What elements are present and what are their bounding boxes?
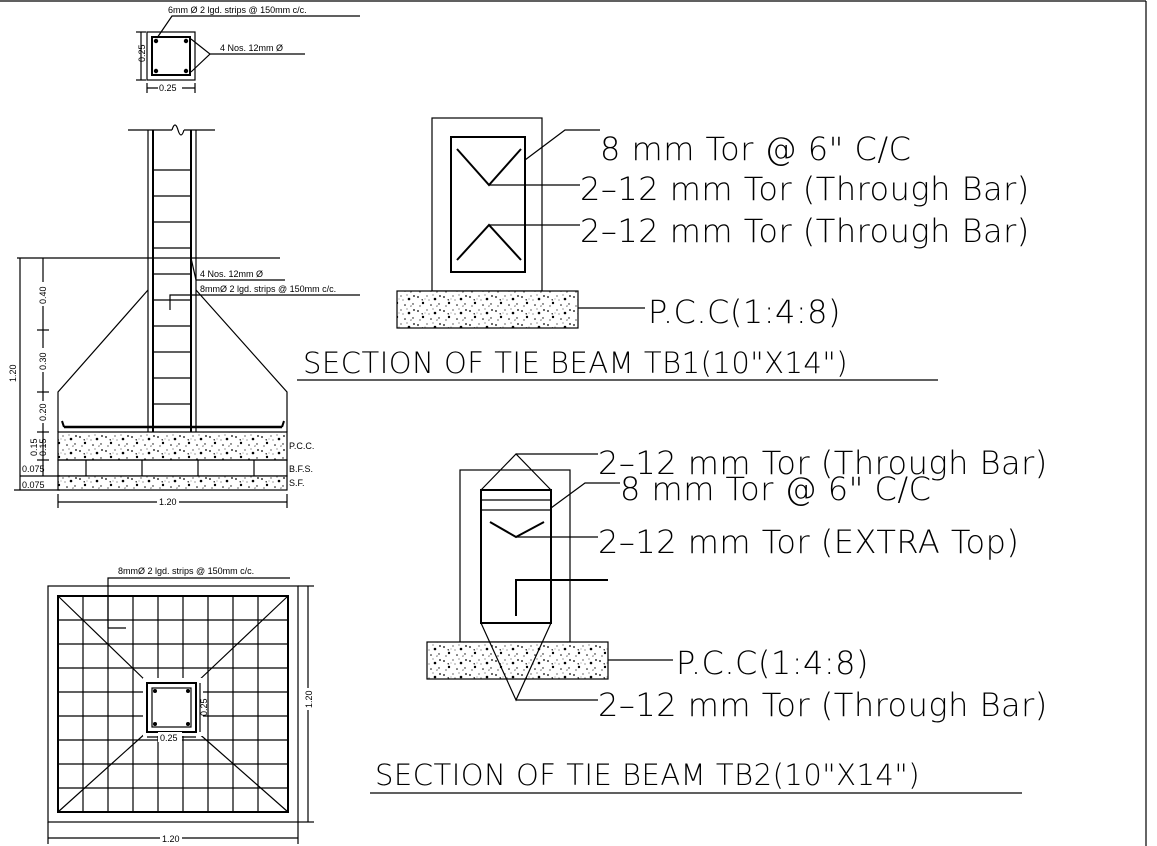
plan-diagonals — [57, 595, 289, 813]
tb1-pcc-label: P.C.C(1:4:8) — [648, 293, 841, 331]
footing-total-height-dim: 1.20 — [8, 364, 18, 382]
column-section: 6mm Ø 2 lgd. strips @ 150mm c/c. 4 Nos. … — [136, 5, 360, 93]
plan-stirrup-label: 8mmØ 2 lgd. strips @ 150mm c/c. — [118, 566, 254, 576]
pcc-layer-label: P.C.C. — [289, 441, 314, 451]
tb2-top-bar-label: 2–12 mm Tor (Through Bar) — [598, 444, 1048, 482]
footing-plan: 0.25 0.25 8mmØ 2 lgd. strips @ 150mm c/c… — [47, 566, 314, 844]
tb2-stirrup-label: 8 mm Tor @ 6" C/C — [620, 470, 931, 508]
plan-column-height-dim: 0.25 — [199, 698, 209, 716]
tb2-bottom-bar-label: 2–12 mm Tor (Through Bar) — [598, 686, 1048, 724]
plan-side-dim: 1.20 — [304, 690, 314, 708]
tb1-top-bar-label: 2–12 mm Tor (Through Bar) — [580, 170, 1030, 208]
sf-layer-label: S.F. — [289, 478, 305, 488]
column-ties — [153, 169, 191, 405]
column-stirrup-label: 6mm Ø 2 lgd. strips @ 150mm c/c. — [168, 5, 307, 15]
tb1-title: SECTION OF TIE BEAM TB1(10"X14") — [303, 346, 848, 380]
column-main-bar-label: 4 Nos. 12mm Ø — [220, 43, 283, 53]
footing-main-bar-label: 4 Nos. 12mm Ø — [200, 269, 263, 279]
tb1-stirrup-label: 8 mm Tor @ 6" C/C — [600, 130, 911, 168]
column-height-dim: 0.25 — [137, 44, 147, 62]
footing-width-dim: 1.20 — [159, 497, 177, 507]
tb2-title: SECTION OF TIE BEAM TB2(10"X14") — [375, 758, 920, 792]
tie-beam-tb2: 2–12 mm Tor (Through Bar) 8 mm Tor @ 6" … — [370, 444, 1048, 794]
column-width-dim: 0.25 — [159, 83, 177, 93]
tb1-bottom-bar-label: 2–12 mm Tor (Through Bar) — [580, 212, 1030, 250]
tie-beam-tb1: 8 mm Tor @ 6" C/C 2–12 mm Tor (Through B… — [297, 117, 1030, 381]
footing-dim-d4-alt: 0.15 — [38, 438, 48, 456]
footing-dim-d3: 0.20 — [38, 403, 48, 421]
footing-dim-d1: 0.40 — [38, 286, 48, 304]
footing-dim-d4: 0.15 — [29, 438, 39, 456]
tb2-pcc-label: P.C.C(1:4:8) — [676, 644, 869, 682]
footing-dim-d5: 0.075 — [22, 464, 45, 474]
footing-dim-d2: 0.30 — [38, 352, 48, 370]
footing-section: P.C.C. B.F.S. S.F. 4 Nos. 12mm Ø 8mmØ 2 … — [8, 124, 360, 508]
footing-dim-d6: 0.075 — [22, 480, 45, 490]
tb2-extra-top-label: 2–12 mm Tor (EXTRA Top) — [598, 523, 1019, 561]
bfs-layer-label: B.F.S. — [289, 464, 313, 474]
plan-column-width-dim: 0.25 — [160, 733, 178, 743]
plan-bottom-dim: 1.20 — [162, 834, 180, 844]
footing-stirrup-label: 8mmØ 2 lgd. strips @ 150mm c/c. — [200, 284, 336, 294]
